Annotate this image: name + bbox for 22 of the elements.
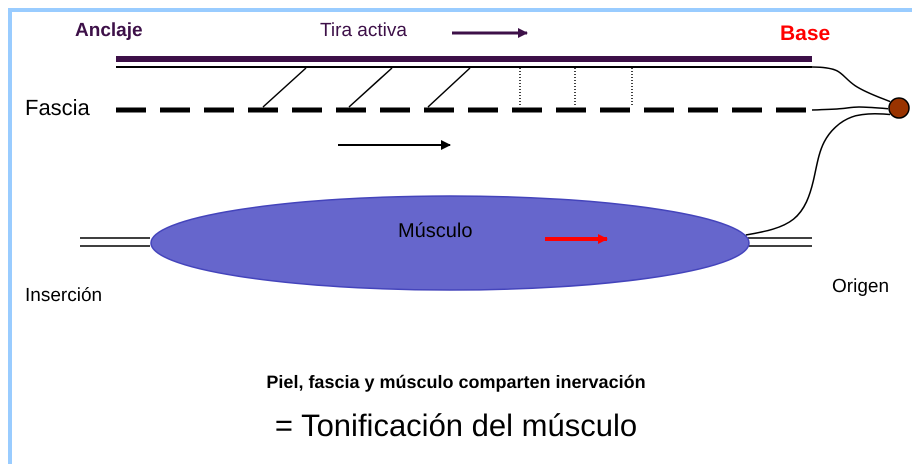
conclusion-text: = Tonificación del músculo [274,408,638,444]
active-strip-bar [116,56,812,62]
nerve-branch [746,112,890,236]
nerve-branch [812,66,890,102]
diagonal-connector [262,67,306,108]
strip-label: Tira activa [320,20,407,42]
muscle-label: Músculo [398,220,472,243]
anchor-label: Anclaje [75,20,143,42]
diagonal-connector [427,67,471,108]
nerve-circle [888,97,910,119]
diagonal-connector [348,67,392,108]
dotted-connector [519,68,521,107]
insertion-label: Inserción [25,285,102,307]
nerve-branch [812,106,888,111]
caption-text: Piel, fascia y músculo comparten inervación [266,372,646,393]
base-label: Base [780,22,830,46]
muscle-ellipse [150,195,750,291]
dotted-connector [574,68,576,107]
skin-line [116,66,812,68]
dotted-connector [631,68,633,107]
origin-label: Origen [832,276,890,298]
fascia-label: Fascia [25,95,90,121]
